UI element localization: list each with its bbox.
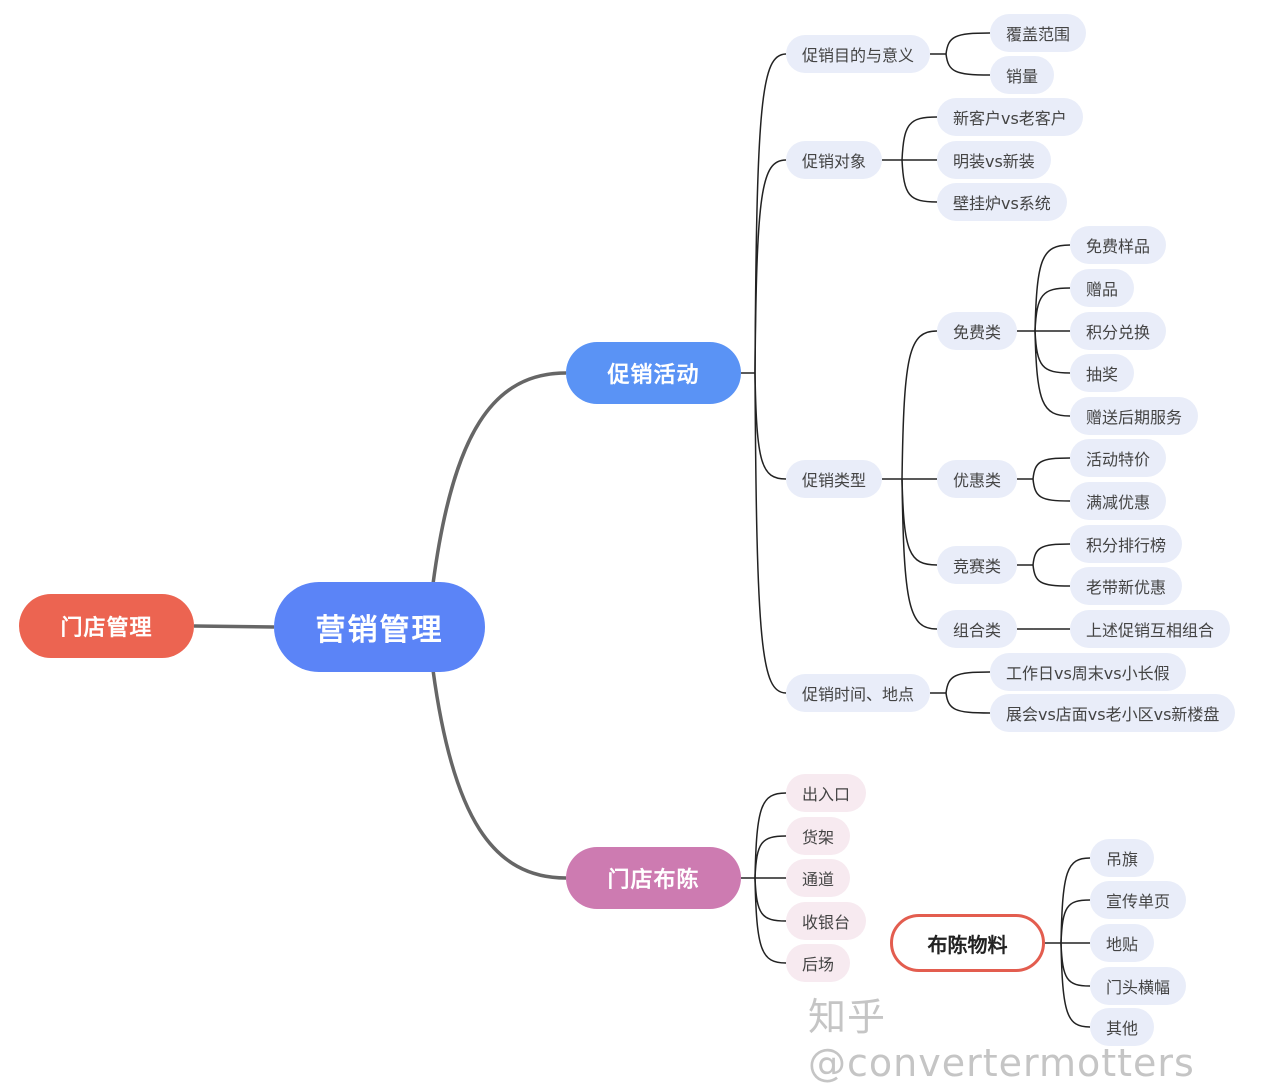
node-sales-volume[interactable]: 销量 [990,56,1055,94]
line-free-4 [1034,330,1071,417]
node-checkout[interactable]: 收银台 [786,902,867,940]
node-referral-offer[interactable]: 老带新优惠 [1070,567,1183,605]
node-aisle[interactable]: 通道 [786,859,851,897]
line-promo-3 [754,372,787,694]
node-promo-type[interactable]: 促销类型 [786,460,883,498]
node-workday-weekend-holiday[interactable]: 工作日vs周末vs小长假 [990,653,1186,691]
line-center-layout [431,669,567,880]
line-type-3 [901,478,938,630]
line-timeplace-1 [945,692,991,714]
node-display-materials[interactable]: 布陈物料 [890,914,1045,972]
node-venue-options[interactable]: 展会vs店面vs老小区vs新楼盘 [990,694,1236,732]
node-promo-purpose[interactable]: 促销目的与意义 [786,35,931,73]
node-after-service[interactable]: 赠送后期服务 [1070,397,1199,435]
line-promo-0 [754,53,787,374]
node-store-management[interactable]: 门店管理 [19,594,194,658]
connector-lines [193,32,1091,1028]
line-materials-1 [1060,899,1091,944]
node-contest-type[interactable]: 竞赛类 [937,546,1018,584]
line-free-0 [1034,244,1071,332]
node-combo-type[interactable]: 组合类 [937,610,1018,648]
node-lottery[interactable]: 抽奖 [1070,354,1135,392]
line-timeplace-0 [945,671,991,694]
line-type-0 [901,330,938,480]
node-backroom[interactable]: 后场 [786,944,851,982]
node-floor-sticker[interactable]: 地贴 [1090,924,1155,962]
node-exposed-vs-new-install[interactable]: 明装vs新装 [937,141,1051,179]
node-other[interactable]: 其他 [1090,1008,1155,1046]
node-points-redeem[interactable]: 积分兑换 [1070,312,1167,350]
line-purpose-1 [945,53,991,76]
node-coverage[interactable]: 覆盖范围 [990,14,1087,52]
line-layout-1 [754,835,787,879]
node-shelves[interactable]: 货架 [786,817,851,855]
node-door-banner[interactable]: 门头横幅 [1090,967,1187,1005]
node-store-layout[interactable]: 门店布陈 [566,847,741,909]
line-type-2 [901,478,938,566]
line-contest-1 [1032,564,1071,587]
line-promo-2 [754,372,787,480]
node-promotion-activities[interactable]: 促销活动 [566,342,741,404]
node-free-sample[interactable]: 免费样品 [1070,226,1167,264]
node-full-reduction[interactable]: 满减优惠 [1070,482,1167,520]
line-target-0 [901,116,938,161]
line-discount-1 [1032,478,1071,502]
node-promo-target[interactable]: 促销对象 [786,141,883,179]
node-boiler-vs-system[interactable]: 壁挂炉vs系统 [937,183,1067,221]
node-promo-time-place[interactable]: 促销时间、地点 [786,674,931,712]
node-discount-type[interactable]: 优惠类 [937,460,1018,498]
node-free-type[interactable]: 免费类 [937,312,1018,350]
line-contest-0 [1032,543,1071,566]
node-new-vs-old-customer[interactable]: 新客户vs老客户 [937,98,1083,136]
line-promo-1 [754,159,787,374]
line-free-1 [1034,287,1071,332]
node-combined-promo[interactable]: 上述促销互相组合 [1070,610,1231,648]
line-target-2 [901,159,938,203]
node-special-price[interactable]: 活动特价 [1070,439,1167,477]
line-layout-0 [754,792,787,879]
line-layout-3 [754,877,787,922]
node-entrance[interactable]: 出入口 [786,774,867,812]
node-marketing-management[interactable]: 营销管理 [274,582,485,672]
node-flyer[interactable]: 宣传单页 [1090,881,1187,919]
node-gift[interactable]: 赠品 [1070,269,1135,307]
line-materials-3 [1060,942,1091,987]
node-hanging-flag[interactable]: 吊旗 [1090,839,1155,877]
line-free-3 [1034,330,1071,374]
line-root-center [193,624,275,629]
line-purpose-0 [945,32,991,55]
line-center-promo [431,371,567,585]
node-points-ranking[interactable]: 积分排行榜 [1070,525,1183,563]
line-discount-0 [1032,457,1071,480]
line-materials-0 [1060,857,1091,944]
line-layout-4 [754,877,787,964]
line-materials-4 [1060,942,1091,1028]
